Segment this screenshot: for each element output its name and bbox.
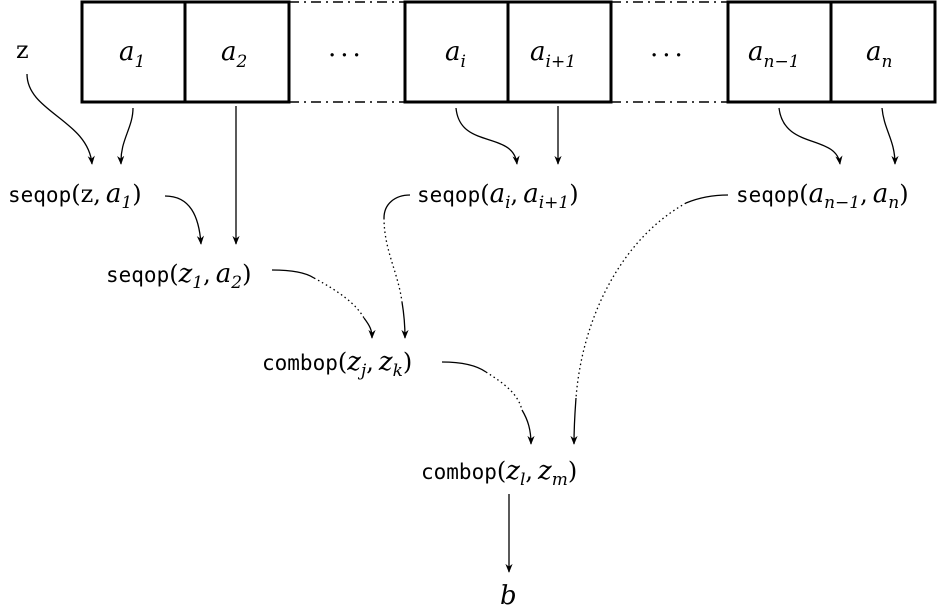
cell-label-a1: a1	[119, 37, 145, 72]
edge-seqop-z1-a2-out	[271, 269, 315, 279]
cell-label-ai1: ai+1	[530, 37, 576, 72]
arrow-ai-to-seqop	[455, 107, 520, 165]
arrow-a1-to-seqop	[117, 107, 134, 165]
node-seqop-z1-a2: seqop(z1,a2)	[106, 259, 251, 293]
arrow-z-to-seqop	[26, 73, 95, 165]
node-seqop-z-a1: seqop(z,a1)	[8, 179, 142, 213]
cell-label-an: an	[866, 37, 892, 72]
arrow-an-to-seqop	[881, 107, 899, 165]
array-cell	[80, 0, 187, 104]
ellipsis-left: ...	[328, 33, 365, 63]
edge-combop-zj-zk-in	[521, 409, 535, 445]
edge-seqop-z1-a2-in	[363, 317, 376, 339]
edge-seqop-ai-dotted	[383, 217, 403, 303]
edge-combop-zj-zk-out	[441, 361, 487, 373]
array-cell	[726, 0, 833, 104]
node-seqop-an1-an: seqop(an−1,an)	[736, 179, 909, 213]
edge-seqop-ai-out	[383, 194, 411, 219]
edge-seqop-z1-a2-dotted	[313, 277, 365, 319]
arrow-an1-to-seqop	[778, 107, 843, 165]
array-cell	[829, 0, 937, 104]
edge-seqop-ai-in	[401, 301, 409, 339]
edge-combop-zj-zk-dotted	[485, 371, 523, 411]
node-combop-zj-zk: combop(zj,zk)	[262, 347, 412, 381]
cell-label-a2: a2	[221, 37, 247, 72]
node-seqop-ai-ai1: seqop(ai,ai+1)	[417, 179, 579, 213]
edge-seqop-an1-out	[685, 194, 729, 204]
node-combop-zl-zm: combop(zl,zm)	[421, 456, 577, 490]
arrow-seqop-z-a1-to-next	[164, 195, 205, 245]
result-b: b	[500, 581, 517, 611]
initial-value-z: z	[16, 36, 29, 64]
cell-label-an1: an−1	[748, 37, 800, 72]
edge-seqop-an1-in	[570, 397, 578, 445]
array-cell	[506, 0, 613, 104]
edge-seqop-an1-dotted	[575, 202, 687, 399]
cell-label-ai: ai	[445, 37, 466, 72]
array-cell	[183, 0, 291, 104]
ellipsis-right: ...	[650, 33, 687, 63]
